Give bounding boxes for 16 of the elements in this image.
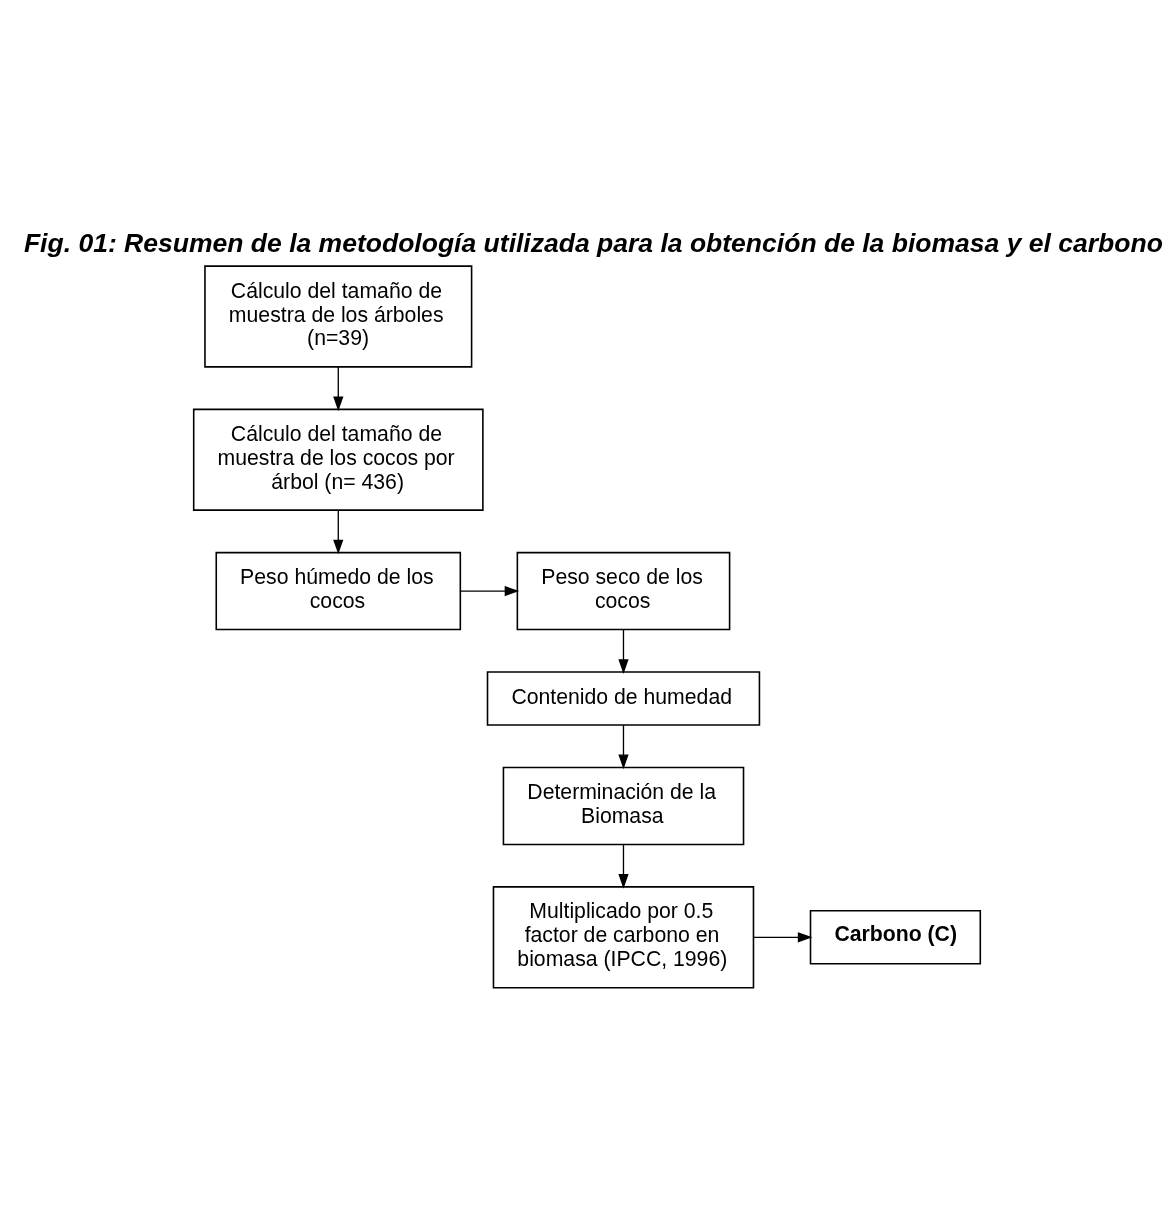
- arrow: [753, 932, 813, 943]
- arrow: [618, 724, 629, 770]
- arrow: [333, 509, 344, 555]
- node-box: Cálculo del tamaño de muestra de los árboles (n=39): [204, 265, 473, 368]
- node-box: Peso seco de los cocos: [516, 551, 731, 631]
- node-box: Determinación de la Biomasa: [502, 766, 745, 846]
- node-box: Contenido de humedad: [486, 671, 761, 726]
- arrow: [333, 366, 344, 412]
- node-box: Multiplicado por 0.5 factor de carbono en biomasa (IPCC, 1996): [492, 886, 755, 989]
- arrow: [459, 585, 520, 597]
- node-box: Carbono (C): [809, 909, 982, 965]
- arrow: [618, 629, 629, 674]
- diagram-title: Fig. 01: Resumen de la metodología utilizada para la obtención de la biomasa y el carbono: [23, 227, 1163, 258]
- node-box: Cálculo del tamaño de muestra de los cocos por árbol (n= 436): [192, 408, 484, 511]
- arrow: [618, 844, 629, 889]
- node-box: Peso húmedo de los cocos: [215, 551, 462, 631]
